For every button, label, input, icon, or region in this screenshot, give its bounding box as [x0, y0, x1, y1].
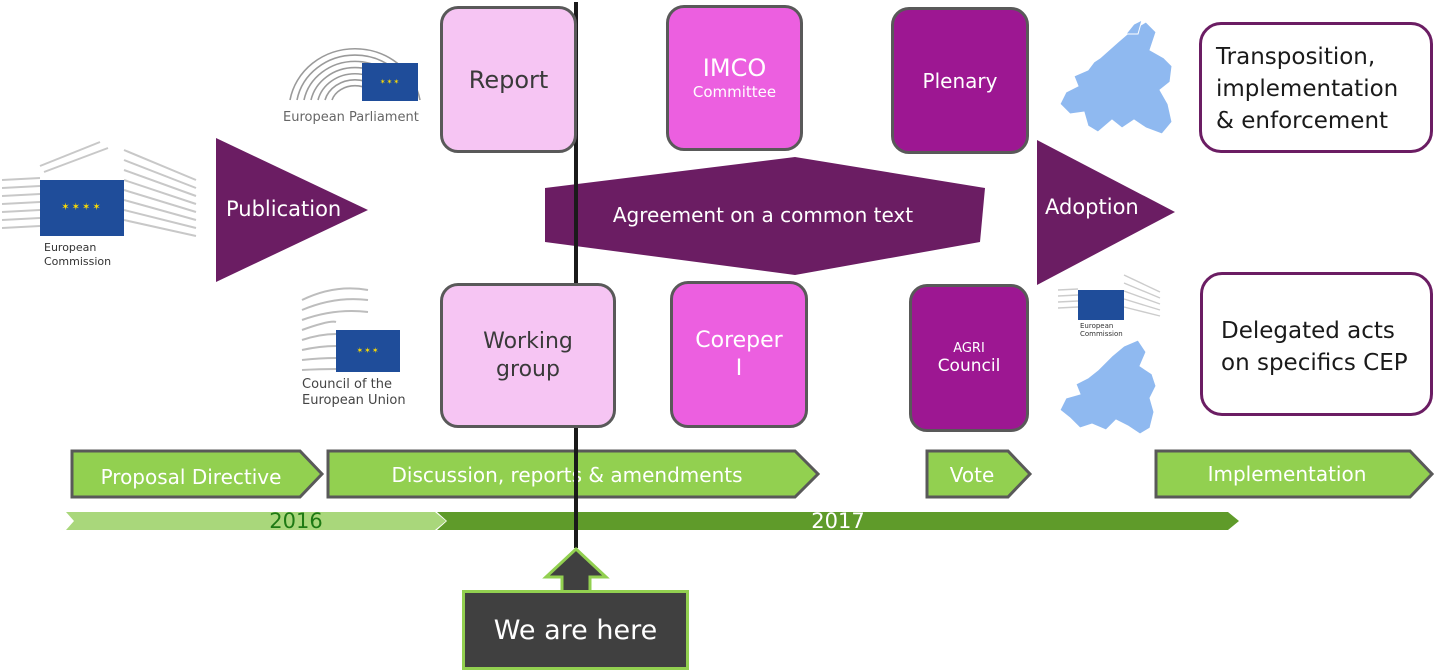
council-logo-text-2: European Union [302, 393, 406, 408]
phase-proposal-label: Proposal Directive [101, 465, 282, 489]
phase-implementation [1154, 449, 1434, 499]
delegated-acts-box: Delegated acts on specifics CEP [1200, 272, 1433, 416]
transposition-box: Transposition, implementation & enforcem… [1199, 22, 1433, 153]
agri-line2: Council [937, 355, 1001, 376]
coreper-line1: Coreper [695, 328, 783, 353]
commission-small-text-2: Commission [1080, 330, 1123, 338]
timeline-2017 [437, 512, 1239, 530]
adoption-label: Adoption [1045, 195, 1139, 219]
agri-line1: AGRI [953, 340, 985, 356]
transposition-line1: Transposition, [1216, 44, 1376, 70]
publication-label: Publication [226, 197, 341, 221]
imco-title: IMCO [702, 54, 767, 83]
parliament-logo-text: European Parliament [283, 110, 419, 125]
delegated-line2: on specifics CEP [1221, 350, 1408, 377]
parliament-logo [289, 47, 421, 101]
delegated-line1: Delegated acts [1221, 318, 1395, 344]
council-logo [301, 287, 400, 372]
commission-logo-text-2: Commission [44, 255, 112, 268]
europe-map-icon [1059, 19, 1173, 135]
transposition-line2: implementation [1216, 76, 1399, 103]
timeline-2016 [66, 512, 446, 530]
eu-flag-icon [1078, 290, 1124, 320]
phase-vote [925, 449, 1033, 499]
phase-proposal [70, 449, 325, 499]
phase-discussion-label: Discussion, reports & amendments [391, 463, 742, 487]
eu-flag-icon [362, 63, 418, 101]
phase-implementation-label: Implementation [1208, 462, 1367, 486]
phase-discussion [326, 449, 821, 499]
europe-map-icon [1059, 339, 1157, 435]
eu-flag-icon [336, 330, 400, 372]
coreper-box: Coreper I [670, 281, 808, 428]
imco-committee-box: IMCO Committee [666, 5, 803, 151]
we-are-here-label: We are here [493, 614, 658, 646]
commission-logo [1, 141, 197, 276]
coreper-line2: I [735, 355, 743, 381]
transposition-line3: & enforcement [1216, 108, 1389, 135]
agri-council-box: AGRI Council [909, 284, 1029, 432]
report-label: Report [468, 65, 549, 94]
council-flag-stars: ✶✶✶ [356, 346, 380, 355]
agreement-arrow [545, 157, 985, 275]
publication-arrow [216, 138, 368, 282]
commission-flag-stars: ✶✶✶✶ [61, 202, 103, 213]
plenary-label: Plenary [922, 68, 998, 93]
commission-small-text-1: European [1080, 322, 1114, 330]
working-group-line2: group [496, 356, 560, 382]
timeline-2017-label: 2017 [811, 509, 864, 533]
parliament-flag-stars: ✶✶✶ [379, 78, 401, 86]
commission-small-logo [1057, 274, 1161, 320]
we-are-here-box: We are here [462, 590, 689, 670]
phase-vote-label: Vote [950, 463, 995, 487]
commission-logo-text-1: European [44, 241, 97, 254]
timeline-2016-label: 2016 [269, 509, 322, 533]
agreement-label: Agreement on a common text [613, 203, 913, 227]
current-position-arrow [542, 546, 610, 594]
eu-flag-icon [40, 180, 124, 236]
council-logo-text-1: Council of the [302, 377, 393, 392]
working-group-line1: Working [483, 329, 573, 354]
plenary-box: Plenary [891, 7, 1029, 154]
working-group-box: Working group [440, 283, 616, 428]
report-box: Report [440, 6, 577, 153]
imco-subtitle: Committee [692, 83, 777, 102]
adoption-arrow [1037, 140, 1175, 285]
